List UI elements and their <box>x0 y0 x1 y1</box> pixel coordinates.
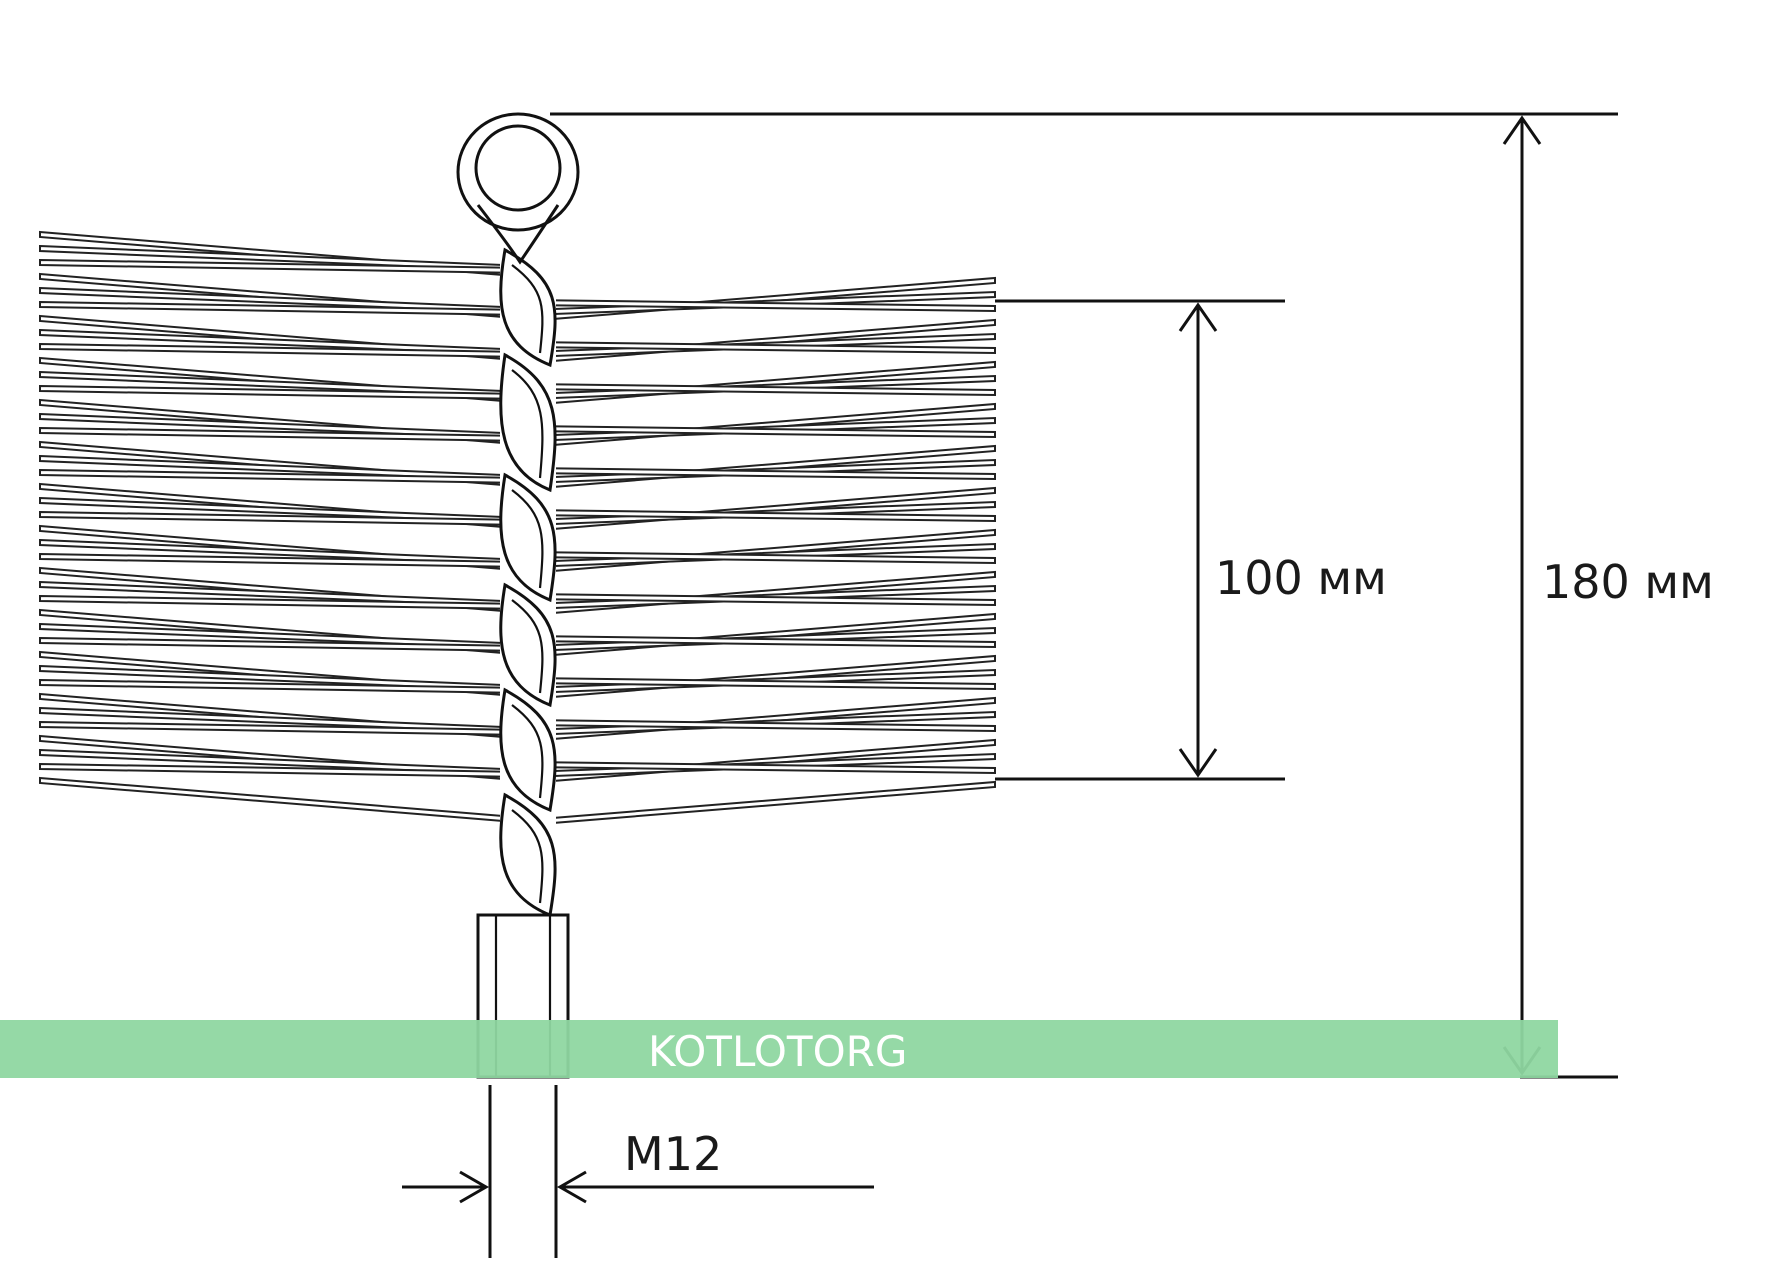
bristle-left <box>39 776 529 825</box>
eye-loop <box>456 112 580 265</box>
twisted-wire-core <box>499 240 557 920</box>
bristle-right <box>527 780 996 827</box>
dimension-total-height: 180 мм <box>550 112 1714 1079</box>
core-twist-highlight <box>511 489 544 589</box>
core-twist-highlight <box>511 264 544 354</box>
dimension-brush-height: 100 мм <box>995 299 1387 781</box>
core-twist-highlight <box>511 599 544 694</box>
core-twist-highlight <box>511 704 544 799</box>
watermark-band: KOTLOTORG <box>0 1020 1558 1078</box>
dimension-thread: M12 <box>402 1085 874 1258</box>
brush-height-label: 100 мм <box>1215 551 1387 605</box>
thread-label: M12 <box>624 1127 722 1181</box>
total-height-label: 180 мм <box>1542 555 1714 609</box>
watermark-text: KOTLOTORG <box>648 1027 907 1076</box>
core-twist-highlight <box>511 369 544 479</box>
core-twist-highlight <box>511 809 544 904</box>
